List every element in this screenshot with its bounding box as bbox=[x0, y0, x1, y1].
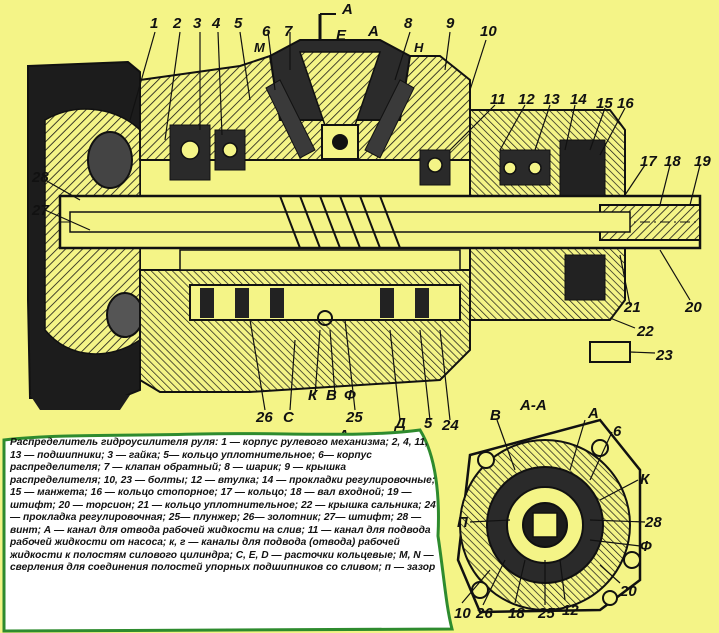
label-letter-D: Д bbox=[393, 415, 406, 432]
section-aa-labels: В А 6 К 28 Ф 20 12 25 18 26 10 П bbox=[454, 405, 662, 622]
label-5: 5 bbox=[234, 15, 243, 32]
label-16: 16 bbox=[617, 95, 634, 112]
label-14: 14 bbox=[570, 91, 587, 108]
aa-label-10: 10 bbox=[454, 605, 471, 622]
label-12: 12 bbox=[518, 91, 535, 108]
label-20: 20 bbox=[684, 299, 702, 316]
label-3: 3 bbox=[193, 15, 202, 32]
aa-label-F: Ф bbox=[640, 538, 652, 555]
aa-label-20: 20 bbox=[619, 583, 637, 600]
aa-label-12: 12 bbox=[562, 602, 579, 619]
label-19: 19 bbox=[694, 153, 711, 170]
aa-label-6: 6 bbox=[613, 423, 622, 440]
label-23: 23 bbox=[655, 347, 673, 364]
label-letter-F: Ф bbox=[344, 387, 356, 404]
label-6: 6 bbox=[262, 23, 271, 40]
section-aa-drawing: А-А bbox=[456, 397, 646, 614]
aa-label-A: А bbox=[587, 405, 599, 422]
label-letter-A-right: А bbox=[367, 23, 379, 40]
label-letter-E: Е bbox=[336, 27, 347, 44]
label-21: 21 bbox=[623, 299, 641, 316]
aa-label-K: К bbox=[640, 471, 651, 488]
label-28: 28 bbox=[31, 169, 49, 186]
aa-label-25: 25 bbox=[537, 605, 555, 622]
label-13: 13 bbox=[543, 91, 560, 108]
label-7: 7 bbox=[284, 23, 293, 40]
label-2: 2 bbox=[172, 15, 182, 32]
aa-label-26: 26 bbox=[475, 605, 493, 622]
aa-label-V: В bbox=[490, 407, 501, 424]
label-26: 26 bbox=[255, 409, 273, 426]
aa-label-P: П bbox=[457, 514, 469, 531]
leader-lines bbox=[44, 31, 701, 421]
label-17: 17 bbox=[640, 153, 657, 170]
caption-frame bbox=[2, 428, 454, 633]
main-labels: 1 2 3 4 5 6 7 8 9 10 11 12 13 14 15 16 1… bbox=[31, 1, 711, 444]
label-25: 25 bbox=[345, 409, 363, 426]
label-letter-M: М bbox=[254, 40, 266, 55]
label-letter-V: В bbox=[326, 387, 337, 404]
aa-label-18: 18 bbox=[508, 605, 525, 622]
label-24: 24 bbox=[441, 417, 459, 434]
label-letter-C: С bbox=[283, 409, 295, 426]
label-8: 8 bbox=[404, 15, 413, 32]
main-section-drawing bbox=[27, 13, 702, 410]
label-22: 22 bbox=[636, 323, 654, 340]
label-15: 15 bbox=[596, 95, 613, 112]
figure-caption: Распределитель гидроусилителя руля: 1 — … bbox=[10, 437, 436, 573]
label-5b: 5 bbox=[424, 415, 433, 432]
label-18: 18 bbox=[664, 153, 681, 170]
label-11: 11 bbox=[490, 91, 506, 108]
label-27: 27 bbox=[31, 202, 49, 219]
label-10: 10 bbox=[480, 23, 497, 40]
label-4: 4 bbox=[211, 15, 221, 32]
section-aa-title: А-А bbox=[519, 397, 547, 414]
label-letter-K: К bbox=[308, 387, 319, 404]
label-letter-A-top: А bbox=[341, 1, 353, 18]
label-9: 9 bbox=[446, 15, 455, 32]
label-letter-N: Н bbox=[414, 40, 424, 55]
label-1: 1 bbox=[150, 15, 158, 32]
aa-label-28: 28 bbox=[644, 514, 662, 531]
